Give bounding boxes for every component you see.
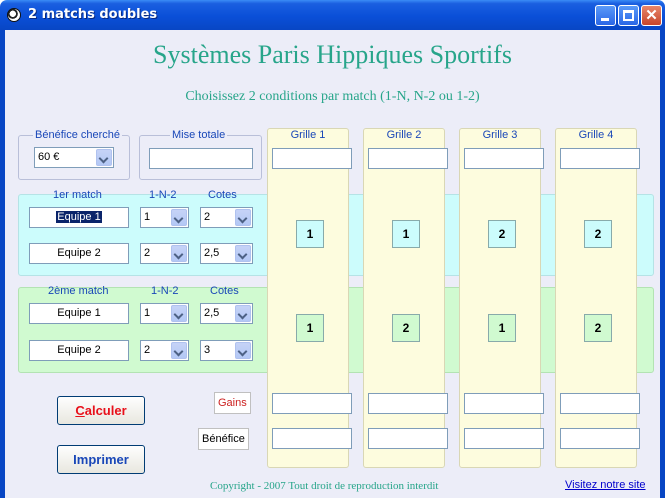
match2-team2-input[interactable]: Equipe 2 bbox=[29, 340, 129, 361]
match1-team2-input[interactable]: Equipe 2 bbox=[29, 243, 129, 264]
match2-team2-choice: 2 bbox=[144, 344, 151, 356]
grille-1-gains-field[interactable] bbox=[272, 393, 352, 414]
chevron-down-icon[interactable] bbox=[171, 245, 187, 262]
match1-team1-text: Equipe 1 bbox=[56, 211, 102, 223]
match2-team1-choice-select[interactable]: 1 bbox=[140, 303, 189, 324]
grille-1-benefice-field[interactable] bbox=[272, 428, 352, 449]
grille-4-title: Grille 4 bbox=[578, 129, 614, 141]
match2-label: 2ème match bbox=[48, 285, 109, 297]
grille-1-match1-result: 1 bbox=[296, 220, 324, 248]
calculer-button[interactable]: Calculer bbox=[57, 396, 145, 425]
grille-2-benefice-field[interactable] bbox=[368, 428, 448, 449]
grille-3-match1-result: 2 bbox=[488, 220, 516, 248]
grille-3-gains-field[interactable] bbox=[464, 393, 544, 414]
match1-team1-choice-select[interactable]: 1 bbox=[140, 207, 189, 228]
grille-3-panel bbox=[459, 128, 541, 468]
chevron-down-icon[interactable] bbox=[171, 342, 187, 359]
grille-3-title: Grille 3 bbox=[482, 129, 518, 141]
grille-1-panel bbox=[267, 128, 349, 468]
grille-4-mise-field[interactable] bbox=[560, 148, 640, 169]
match1-team2-choice-select[interactable]: 2 bbox=[140, 243, 189, 264]
chevron-down-icon[interactable] bbox=[235, 342, 251, 359]
grille-3-mise-field[interactable] bbox=[464, 148, 544, 169]
match2-team1-choice: 1 bbox=[144, 307, 151, 319]
grille-4-benefice-field[interactable] bbox=[560, 428, 640, 449]
grille-2-match2-result: 2 bbox=[392, 314, 420, 342]
match1-team1-choice: 1 bbox=[144, 211, 151, 223]
grille-1-mise-field[interactable] bbox=[272, 148, 352, 169]
chevron-down-icon[interactable] bbox=[235, 305, 251, 322]
chevron-down-icon[interactable] bbox=[235, 245, 251, 262]
calculer-accesskey: C bbox=[75, 403, 85, 418]
match1-team1-cote-select[interactable]: 2 bbox=[200, 207, 253, 228]
grille-4-gains-field[interactable] bbox=[560, 393, 640, 414]
mise-totale-input[interactable] bbox=[149, 148, 253, 169]
grille-3-benefice-field[interactable] bbox=[464, 428, 544, 449]
minimize-icon bbox=[601, 18, 609, 21]
close-icon: ✕ bbox=[645, 7, 658, 24]
visit-site-link[interactable]: Visitez notre site bbox=[565, 479, 646, 491]
window-frame-right bbox=[661, 30, 665, 498]
grille-2-gains-field[interactable] bbox=[368, 393, 448, 414]
soccer-ball-icon bbox=[7, 8, 21, 22]
match2-1n2-header: 1-N-2 bbox=[151, 285, 179, 297]
copyright-text: Copyright - 2007 Tout droit de reproduct… bbox=[210, 480, 439, 492]
mise-totale-label: Mise totale bbox=[170, 129, 228, 141]
maximize-icon bbox=[623, 10, 634, 21]
window-title: 2 matchs doubles bbox=[28, 7, 158, 22]
window-frame-left bbox=[0, 30, 4, 498]
match2-team2-choice-select[interactable]: 2 bbox=[140, 340, 189, 361]
grille-1-match2-result: 1 bbox=[296, 314, 324, 342]
match1-label: 1er match bbox=[53, 189, 102, 201]
grille-4-match2-result: 2 bbox=[584, 314, 612, 342]
calculer-label-rest: alculer bbox=[84, 403, 127, 418]
match1-team1-input[interactable]: Equipe 1 bbox=[29, 207, 129, 228]
grille-2-mise-field[interactable] bbox=[368, 148, 448, 169]
close-button[interactable]: ✕ bbox=[641, 5, 662, 26]
match1-1n2-header: 1-N-2 bbox=[149, 189, 177, 201]
match2-team2-cote-select[interactable]: 3 bbox=[200, 340, 253, 361]
match1-cotes-header: Cotes bbox=[208, 189, 237, 201]
chevron-down-icon[interactable] bbox=[171, 209, 187, 226]
maximize-button[interactable] bbox=[618, 5, 639, 26]
grille-2-title: Grille 2 bbox=[386, 129, 422, 141]
chevron-down-icon[interactable] bbox=[235, 209, 251, 226]
benefice-label: Bénéfice bbox=[198, 428, 249, 450]
match2-cotes-header: Cotes bbox=[210, 285, 239, 297]
match1-team2-cote: 2,5 bbox=[204, 247, 220, 259]
grille-4-match1-result: 2 bbox=[584, 220, 612, 248]
chevron-down-icon[interactable] bbox=[171, 305, 187, 322]
match2-team1-cote-select[interactable]: 2,5 bbox=[200, 303, 253, 324]
benefice-cherche-label: Bénéfice cherché bbox=[33, 129, 122, 141]
grille-2-panel bbox=[363, 128, 445, 468]
grille-2-match1-result: 1 bbox=[392, 220, 420, 248]
title-bar[interactable]: 2 matchs doubles ✕ bbox=[0, 0, 665, 30]
benefice-cherche-value: 60 € bbox=[38, 151, 60, 163]
gains-label: Gains bbox=[214, 392, 251, 414]
grille-1-title: Grille 1 bbox=[290, 129, 326, 141]
match1-team2-choice: 2 bbox=[144, 247, 151, 259]
grille-4-panel bbox=[555, 128, 637, 468]
match1-team2-cote-select[interactable]: 2,5 bbox=[200, 243, 253, 264]
chevron-down-icon[interactable] bbox=[96, 149, 112, 166]
imprimer-button[interactable]: Imprimer bbox=[57, 445, 145, 474]
page-subtitle: Choisissez 2 conditions par match (1-N, … bbox=[185, 89, 480, 104]
match2-team1-cote: 2,5 bbox=[204, 307, 220, 319]
match1-team1-cote: 2 bbox=[204, 211, 211, 223]
match2-team1-input[interactable]: Equipe 1 bbox=[29, 303, 129, 324]
minimize-button[interactable] bbox=[595, 5, 616, 26]
grille-3-match2-result: 1 bbox=[488, 314, 516, 342]
page-title: Systèmes Paris Hippiques Sportifs bbox=[153, 40, 512, 69]
match2-team2-cote: 3 bbox=[204, 344, 211, 356]
benefice-cherche-select[interactable]: 60 € bbox=[34, 147, 114, 168]
